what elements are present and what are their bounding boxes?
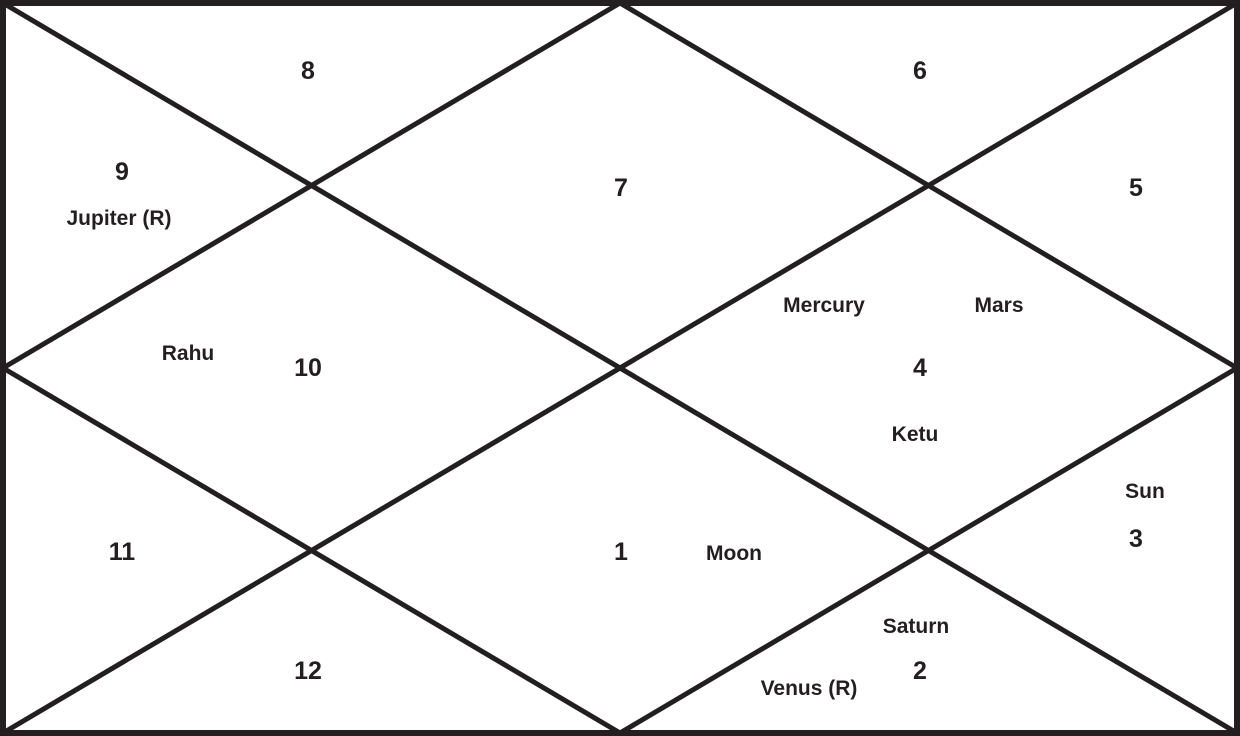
house-10-number: 10	[294, 354, 322, 382]
planet-ketu-label: Ketu	[892, 423, 939, 446]
house-3-number: 3	[1129, 525, 1143, 553]
house-6-number: 6	[913, 57, 927, 85]
house-2-number: 2	[913, 657, 927, 685]
house-8-number: 8	[301, 57, 315, 85]
diamond-edge-top-left	[0, 0, 624, 372]
house-1-number: 1	[614, 538, 628, 566]
house-11-number: 11	[109, 538, 136, 566]
house-4-number: 4	[913, 354, 927, 382]
diamond-edge-bottom-left	[0, 364, 624, 736]
planet-venus-label: Venus (R)	[761, 677, 858, 700]
planet-sun-label: Sun	[1125, 480, 1165, 503]
planet-jupiter-label: Jupiter (R)	[67, 207, 172, 230]
planet-saturn-label: Saturn	[883, 615, 950, 638]
planet-mars-label: Mars	[974, 294, 1023, 317]
house-9-number: 9	[115, 158, 129, 186]
diamond-edge-bottom-right	[616, 364, 1240, 736]
diamond-edge-top-right	[616, 0, 1240, 372]
house-5-number: 5	[1129, 174, 1143, 202]
house-7-number: 7	[614, 174, 628, 202]
planet-mercury-label: Mercury	[783, 294, 865, 317]
house-12-number: 12	[294, 657, 322, 685]
planet-moon-label: Moon	[706, 542, 762, 565]
planet-rahu-label: Rahu	[162, 342, 215, 365]
